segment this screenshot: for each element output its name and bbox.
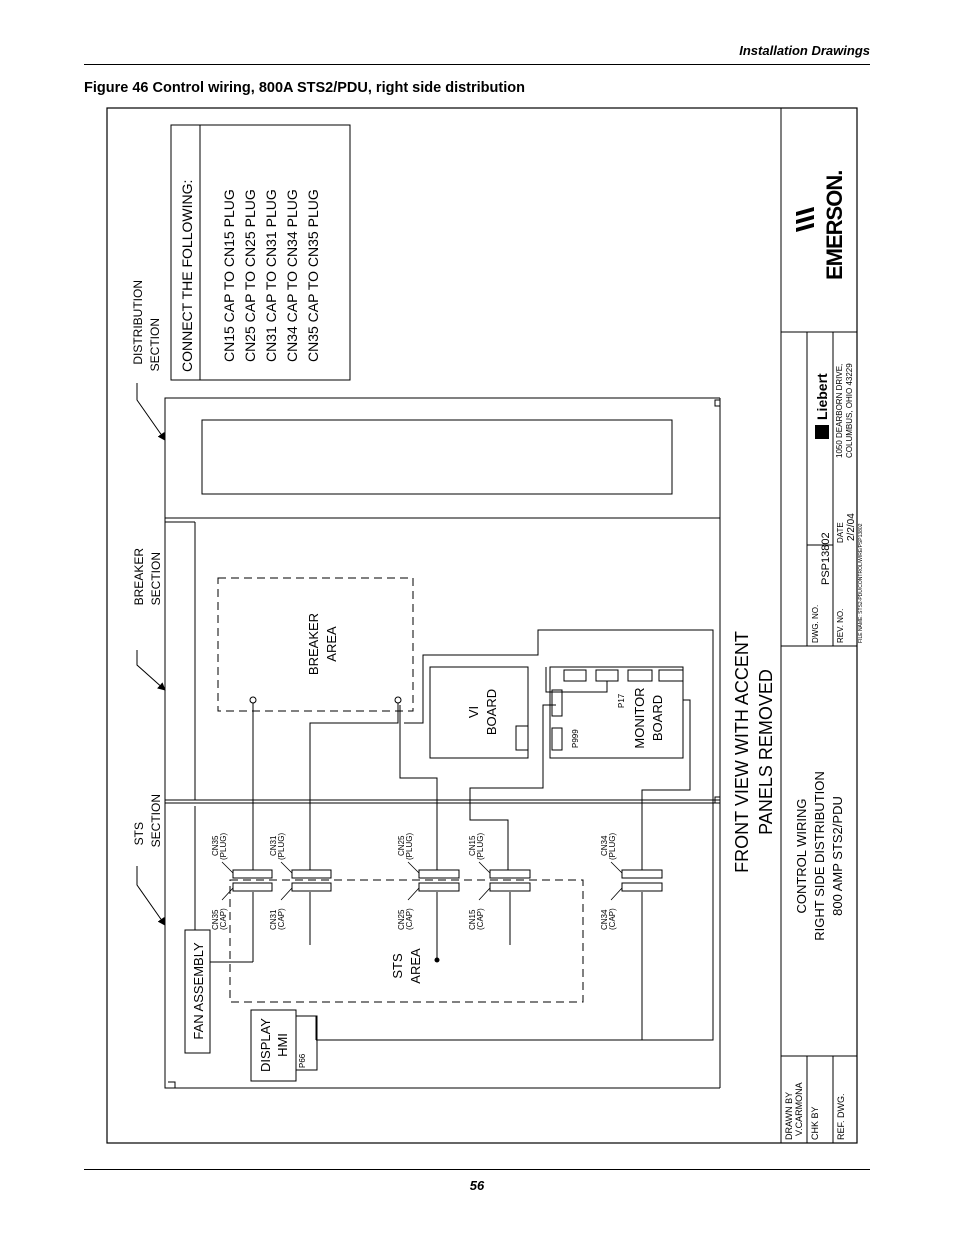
cn15-cap-label-1: CN15 bbox=[468, 909, 477, 930]
display-label-2: HMI bbox=[275, 1033, 290, 1057]
address-line-1: 1050 DEARBORN DRIVE, bbox=[835, 364, 844, 458]
connector-pairs bbox=[232, 869, 663, 892]
vi-board-label-1: VI bbox=[466, 706, 481, 718]
drawing-border bbox=[106, 107, 858, 1144]
page-number: 56 bbox=[469, 1178, 485, 1193]
cn34-cap-label-1: CN34 bbox=[600, 909, 609, 930]
view-title-1: FRONT VIEW WITH ACCENT bbox=[732, 631, 752, 873]
cn34-plug-label-1: CN34 bbox=[600, 835, 609, 856]
drawing-title-3: 800 AMP STS2/PDU bbox=[830, 796, 845, 916]
drawn-by-value: V.CARMONA bbox=[794, 1082, 804, 1136]
liebert-logo: Liebert bbox=[814, 373, 830, 439]
view-title-2: PANELS REMOVED bbox=[756, 669, 776, 835]
dwg-no-value: PSP13802 bbox=[820, 532, 832, 585]
cn15-plug-label-1: CN15 bbox=[468, 835, 477, 856]
cn35-cap-label-2: (CAP) bbox=[219, 908, 228, 930]
monitor-board-headers bbox=[551, 669, 684, 751]
date-label: DATE bbox=[836, 522, 845, 543]
figure-caption: Figure 46 Control wiring, 800A STS2/PDU,… bbox=[84, 80, 525, 96]
connector-leaders bbox=[221, 861, 623, 901]
date-value: 2/2/04 bbox=[846, 513, 857, 541]
chk-by-label: CHK BY bbox=[810, 1106, 820, 1140]
distribution-window bbox=[201, 419, 673, 495]
title-block-grid bbox=[781, 331, 857, 1143]
rev-no-label: REV. NO. bbox=[836, 609, 845, 643]
drawn-by-label: DRAWN BY bbox=[784, 1092, 794, 1140]
cn31-plug-label-2: (PLUG) bbox=[277, 833, 286, 860]
p66-label: P66 bbox=[298, 1053, 307, 1068]
running-header: Installation Drawings bbox=[739, 43, 870, 58]
p999-label: P999 bbox=[571, 729, 580, 748]
vi-board bbox=[429, 666, 529, 759]
fan-assembly-label: FAN ASSEMBLY bbox=[191, 942, 206, 1040]
sts-section-leader bbox=[136, 866, 166, 926]
sts-area-label-1: STS bbox=[390, 953, 405, 979]
dwg-no-label: DWG. NO. bbox=[811, 605, 820, 643]
cn25-plug-label-2: (PLUG) bbox=[405, 833, 414, 860]
note-item-5: CN35 CAP TO CN35 PLUG bbox=[305, 189, 321, 362]
cn15-plug-label-2: (PLUG) bbox=[476, 833, 485, 860]
control-wires bbox=[210, 629, 714, 1041]
display-label-1: DISPLAY bbox=[258, 1018, 273, 1072]
sts-section-label-2: SECTION bbox=[149, 794, 163, 847]
cn31-plug-label-1: CN31 bbox=[269, 835, 278, 856]
breaker-area bbox=[217, 577, 414, 712]
monitor-board-label-2: BOARD bbox=[650, 695, 665, 741]
breaker-area-label-1: BREAKER bbox=[306, 613, 321, 675]
sts-area-label-2: AREA bbox=[408, 948, 423, 984]
breaker-section-label-2: SECTION bbox=[149, 552, 163, 605]
drawing-title-2: RIGHT SIDE DISTRIBUTION bbox=[812, 771, 827, 941]
liebert-wordmark: Liebert bbox=[814, 373, 830, 420]
emerson-wordmark: EMERSON. bbox=[822, 171, 847, 280]
p17-label: P17 bbox=[617, 693, 626, 708]
vi-board-label-2: BOARD bbox=[484, 689, 499, 735]
note-item-3: CN31 CAP TO CN31 PLUG bbox=[263, 189, 279, 362]
cn25-plug-label-1: CN25 bbox=[397, 835, 406, 856]
fan-assembly bbox=[184, 929, 211, 1054]
footer-rule bbox=[84, 1169, 870, 1170]
sts-area bbox=[229, 879, 584, 1003]
p66-connector bbox=[295, 1015, 318, 1071]
cn35-plug-label-1: CN35 bbox=[211, 835, 220, 856]
cn25-cap-label-2: (CAP) bbox=[405, 908, 414, 930]
breaker-section-leader bbox=[136, 650, 166, 691]
ref-dwg-label: REF. DWG. bbox=[836, 1094, 846, 1141]
breaker-section-label-1: BREAKER bbox=[132, 548, 146, 606]
cn35-plug-label-2: (PLUG) bbox=[219, 833, 228, 860]
cabinet-outline bbox=[164, 397, 721, 1089]
distribution-section-label-1: DISTRIBUTION bbox=[131, 280, 145, 365]
cn35-cap-label-1: CN35 bbox=[211, 909, 220, 930]
address-line-2: COLUMBUS, OHIO 43229 bbox=[845, 363, 854, 458]
emerson-logo: EMERSON. bbox=[796, 171, 847, 280]
cn31-cap-label-2: (CAP) bbox=[277, 908, 286, 930]
file-name: FILE NAME: STS2-PDU/CONTROL/WIRE/PSP1380… bbox=[858, 523, 864, 643]
monitor-board-label-1: MONITOR bbox=[632, 687, 647, 748]
note-item-1: CN15 CAP TO CN15 PLUG bbox=[221, 189, 237, 362]
distribution-section-leader bbox=[136, 383, 166, 441]
cn25-cap-label-1: CN25 bbox=[397, 909, 406, 930]
cn31-cap-label-1: CN31 bbox=[269, 909, 278, 930]
vi-board-connector bbox=[515, 725, 529, 751]
monitor-board bbox=[549, 666, 684, 759]
distribution-section-label-2: SECTION bbox=[148, 318, 162, 371]
note-item-4: CN34 CAP TO CN34 PLUG bbox=[284, 189, 300, 362]
header-rule bbox=[84, 64, 870, 65]
note-item-2: CN25 CAP TO CN25 PLUG bbox=[242, 189, 258, 362]
drawing-title-1: CONTROL WIRING bbox=[794, 798, 809, 913]
cn15-cap-label-2: (CAP) bbox=[476, 908, 485, 930]
sts-section-label-1: STS bbox=[132, 822, 146, 845]
notes-box bbox=[170, 124, 351, 381]
notes-title: CONNECT THE FOLLOWING: bbox=[179, 180, 195, 372]
cn34-plug-label-2: (PLUG) bbox=[608, 833, 617, 860]
cn34-cap-label-2: (CAP) bbox=[608, 908, 617, 930]
breaker-area-label-2: AREA bbox=[324, 626, 339, 662]
